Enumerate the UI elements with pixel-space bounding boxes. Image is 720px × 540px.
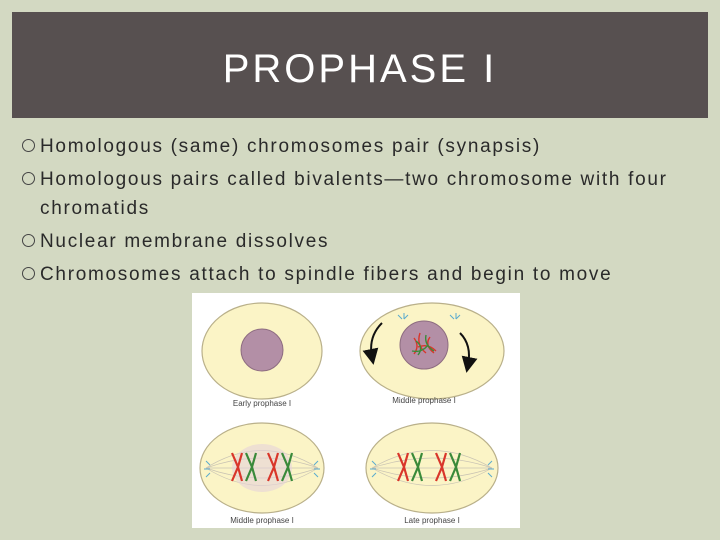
bullet-item: Nuclear membrane dissolves bbox=[20, 227, 700, 256]
nucleus bbox=[240, 328, 284, 372]
title-bar: PROPHASE I bbox=[12, 12, 708, 118]
bullet-text: Homologous pairs called bivalents—two ch… bbox=[40, 169, 668, 219]
chromosome-strands bbox=[411, 334, 435, 356]
circle-bullet-icon bbox=[22, 172, 35, 185]
circle-bullet-icon bbox=[22, 139, 35, 152]
bullet-text: Homologous (same) chromosomes pair (syna… bbox=[40, 136, 541, 157]
arrow-right bbox=[459, 332, 478, 373]
panel-caption: Late prophase I bbox=[404, 516, 460, 525]
panel-early-prophase: Early prophase I bbox=[201, 302, 323, 408]
chromosome-pairs bbox=[230, 452, 294, 482]
meiosis-diagram: Early prophase I Middle prophase I bbox=[192, 293, 520, 528]
circle-bullet-icon bbox=[22, 234, 35, 247]
spindle-fibers bbox=[371, 450, 493, 486]
centrosome-icon bbox=[370, 460, 494, 478]
panel-caption: Middle prophase I bbox=[230, 516, 294, 525]
circle-bullet-icon bbox=[22, 267, 35, 280]
centrosome-icon bbox=[204, 460, 320, 478]
panel-caption: Early prophase I bbox=[233, 399, 291, 408]
centrosome-icon bbox=[397, 313, 461, 320]
bullet-item: Homologous pairs called bivalents—two ch… bbox=[20, 165, 700, 223]
bullet-text: Chromosomes attach to spindle fibers and… bbox=[40, 264, 613, 285]
panel-middle-prophase-2: Middle prophase I bbox=[199, 422, 325, 525]
arrow-left bbox=[362, 322, 383, 365]
bullet-list: Homologous (same) chromosomes pair (syna… bbox=[20, 132, 700, 293]
bullet-item: Homologous (same) chromosomes pair (syna… bbox=[20, 132, 700, 161]
panel-middle-prophase-1: Middle prophase I bbox=[359, 302, 505, 405]
slide-title: PROPHASE I bbox=[222, 46, 498, 91]
panel-caption: Middle prophase I bbox=[392, 396, 456, 405]
bullet-item: Chromosomes attach to spindle fibers and… bbox=[20, 260, 700, 289]
bullet-text: Nuclear membrane dissolves bbox=[40, 231, 330, 252]
chromosome-pairs bbox=[396, 452, 462, 482]
panel-late-prophase: Late prophase I bbox=[365, 422, 499, 525]
nuclear-region bbox=[232, 444, 292, 492]
meiosis-diagram-svg: Early prophase I Middle prophase I bbox=[199, 302, 505, 525]
